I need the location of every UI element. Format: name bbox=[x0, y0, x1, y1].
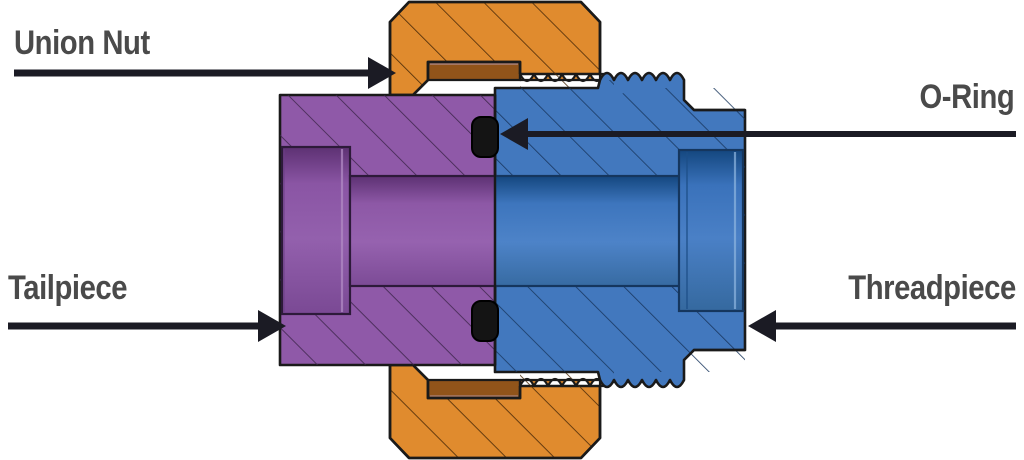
leader-tailpiece bbox=[8, 310, 286, 342]
part-union-nut-top bbox=[388, 0, 602, 97]
label-union-nut: Union Nut bbox=[14, 24, 150, 62]
bore-threadpiece bbox=[493, 148, 745, 313]
bore-tailpiece bbox=[280, 145, 498, 316]
thread-teeth-top bbox=[518, 72, 606, 83]
label-o-ring: O-Ring bbox=[919, 78, 1014, 116]
leader-o-ring bbox=[500, 118, 1016, 150]
part-o-ring-top bbox=[471, 116, 499, 158]
label-threadpiece: Threadpiece bbox=[848, 269, 1016, 307]
part-union-nut-bottom bbox=[388, 363, 602, 460]
label-tailpiece: Tailpiece bbox=[8, 269, 128, 307]
leader-union-nut bbox=[14, 57, 396, 89]
part-o-ring-bottom bbox=[471, 300, 499, 342]
leader-threadpiece bbox=[748, 310, 1016, 342]
thread-teeth-bottom bbox=[518, 377, 606, 388]
